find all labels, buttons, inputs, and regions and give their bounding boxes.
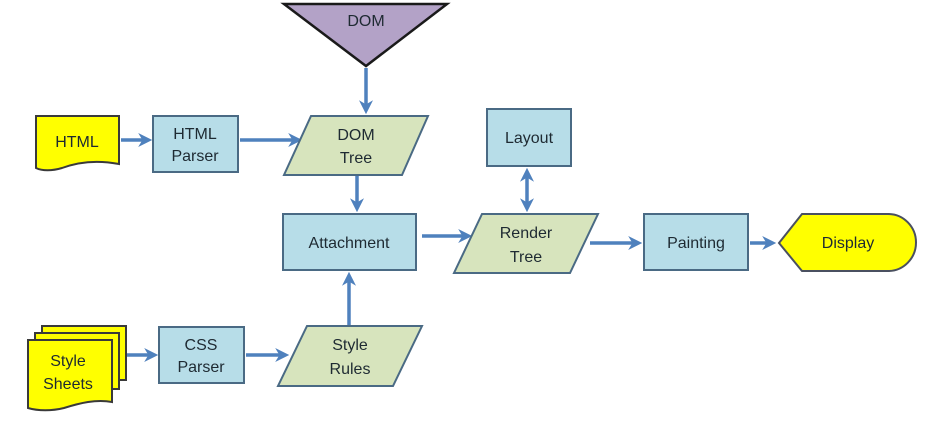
node-dom-tree: DOM Tree xyxy=(282,115,430,176)
data-shape xyxy=(276,325,424,387)
data-shape xyxy=(452,213,600,274)
node-label: Sheets xyxy=(43,376,93,393)
node-layout: Layout xyxy=(486,108,572,167)
node-label: Parser xyxy=(171,148,219,165)
process-shape xyxy=(643,213,749,271)
node-label: Parser xyxy=(177,359,225,376)
node-attachment: Attachment xyxy=(282,213,417,271)
node-display: Display xyxy=(777,213,917,272)
process-shape xyxy=(282,213,417,271)
node-painting: Painting xyxy=(643,213,749,271)
node-label: HTML xyxy=(55,134,99,151)
node-label: Display xyxy=(822,235,874,252)
node-label: CSS xyxy=(185,337,218,354)
document-shape xyxy=(35,115,120,172)
node-html-document: HTML xyxy=(35,115,120,172)
node-render-tree: Render Tree xyxy=(452,213,600,274)
node-label: Style xyxy=(50,353,86,370)
process-shape xyxy=(158,326,245,384)
node-label: DOM xyxy=(337,127,374,144)
node-label: Tree xyxy=(340,150,372,167)
node-label: Render xyxy=(500,225,553,242)
node-label: Attachment xyxy=(309,235,390,252)
document-shape xyxy=(27,339,113,412)
node-label: Style xyxy=(332,337,368,354)
node-label: HTML xyxy=(173,126,217,143)
data-shape xyxy=(282,115,430,176)
node-label: Tree xyxy=(510,249,542,266)
node-label: Painting xyxy=(667,235,725,252)
node-style-sheets: Style Sheets xyxy=(27,325,127,412)
node-html-parser: HTML Parser xyxy=(152,115,239,173)
node-css-parser: CSS Parser xyxy=(158,326,245,384)
process-shape xyxy=(152,115,239,173)
process-shape xyxy=(486,108,572,167)
node-label: Rules xyxy=(330,361,371,378)
inverted-triangle-shape xyxy=(280,2,451,68)
node-dom-source: DOM xyxy=(280,2,451,68)
node-style-rules: Style Rules xyxy=(276,325,424,387)
edges xyxy=(121,68,777,362)
display-shape xyxy=(777,213,917,272)
node-label: DOM xyxy=(347,13,384,30)
node-label: Layout xyxy=(505,130,554,147)
